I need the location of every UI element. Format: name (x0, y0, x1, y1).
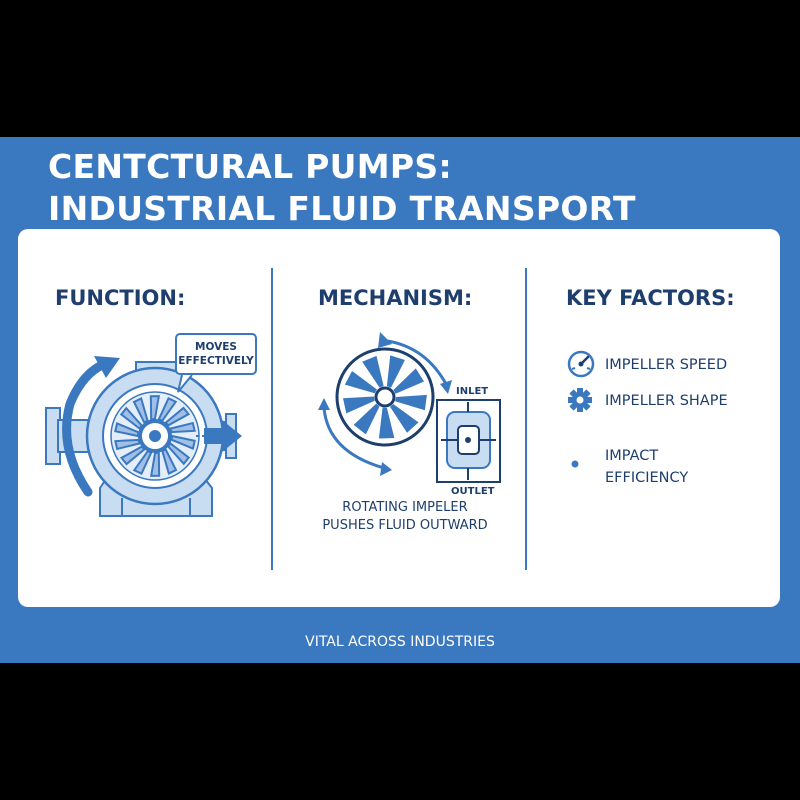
caption-line-1: ROTATING IMPELER (342, 500, 468, 515)
gear-tooth (577, 406, 583, 412)
gear-tooth (582, 402, 591, 411)
impeller-blade (344, 370, 377, 394)
callout-line-2: EFFECTIVELY (178, 355, 254, 367)
caption-line-2: PUSHES FLUID OUTWARD (322, 518, 488, 533)
outlet-label: OUTLET (451, 486, 495, 497)
dot-icon (571, 460, 579, 468)
title-line-1: CENTCTURAL PUMPS: (48, 147, 452, 186)
impeller-blade (362, 355, 384, 388)
mechanism-caption: ROTATING IMPELER PUSHES FLUID OUTWARD (295, 499, 515, 535)
factor-impact-efficiency: IMPACT EFFICIENCY (605, 445, 688, 489)
title-line-2: INDUSTRIAL FLUID TRANSPORT (48, 189, 636, 228)
factor-impact-line-2: EFFICIENCY (605, 470, 689, 486)
impeller-blade (353, 403, 380, 435)
inlet-label: INLET (456, 386, 489, 397)
factor-impeller-shape: IMPELLER SHAPE (605, 393, 728, 409)
column-divider-1 (271, 268, 273, 570)
impeller-blade (393, 368, 425, 394)
impeller-blade (343, 396, 375, 414)
gear-tooth (577, 388, 583, 394)
impeller-blade (386, 355, 405, 388)
impeller-blade (395, 394, 427, 411)
mechanism-heading: MECHANISM: (318, 286, 473, 310)
factor-impact-line-1: IMPACT (605, 448, 659, 464)
callout-line-1: MOVES (195, 341, 237, 353)
column-divider-2 (525, 268, 527, 570)
gear-tooth (568, 397, 574, 403)
function-heading: FUNCTION: (55, 286, 186, 310)
footer-tagline: VITAL ACROSS INDUSTRIES (305, 634, 495, 650)
gear-tooth (569, 402, 578, 411)
gear-tooth (569, 389, 578, 398)
key-factors-heading: KEY FACTORS: (566, 286, 735, 310)
pump-illustration (45, 356, 242, 517)
gear-icon (568, 388, 592, 412)
factor-impeller-speed: IMPELLER SPEED (605, 357, 728, 373)
gear-tooth (582, 389, 591, 398)
impeller-blade (378, 407, 395, 439)
impeller-blade (390, 404, 419, 433)
gear-tooth (586, 397, 592, 403)
moves-effectively-callout: MOVES EFFECTIVELY (175, 333, 257, 375)
impeller-diagram (318, 332, 501, 483)
page-title: CENTCTURAL PUMPS: INDUSTRIAL FLUID TRANS… (48, 146, 768, 230)
gauge-icon (567, 350, 595, 378)
